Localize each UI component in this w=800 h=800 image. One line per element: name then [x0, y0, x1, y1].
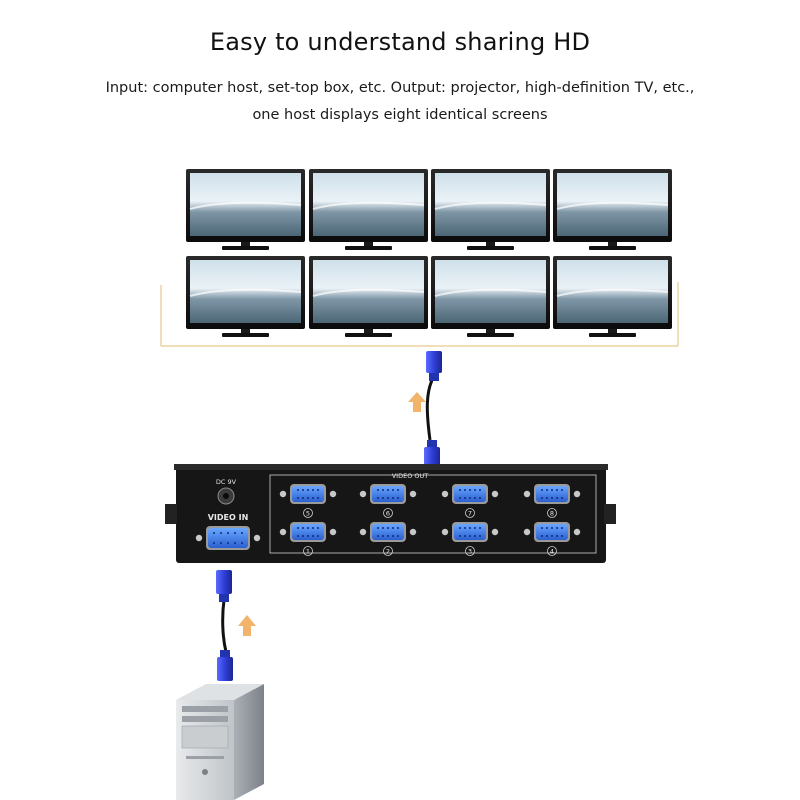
dc-power-label: DC 9V	[216, 478, 237, 486]
port-number-label: 8	[547, 508, 557, 518]
svg-text:6: 6	[386, 510, 390, 518]
monitor-frame	[160, 282, 679, 347]
svg-text:1: 1	[306, 548, 310, 556]
tv-monitor-icon	[553, 169, 672, 250]
vga-connector-icon	[216, 570, 232, 602]
port-number-label: 1	[303, 546, 313, 556]
svg-text:5: 5	[306, 510, 310, 518]
desktop-tower-icon	[176, 684, 264, 800]
vga-output-port	[359, 484, 417, 504]
vga-output-port	[279, 484, 337, 504]
port-number-label: 6	[383, 508, 393, 518]
vga-connector-icon	[424, 440, 440, 469]
tv-monitor-icon	[431, 256, 550, 337]
vga-output-port	[523, 484, 581, 504]
vga-output-port	[359, 522, 417, 542]
tv-monitor-icon	[553, 256, 672, 337]
arrow-up-icon	[408, 392, 426, 412]
monitor-grid	[186, 169, 672, 337]
svg-text:3: 3	[468, 548, 472, 556]
port-number-label: 3	[465, 546, 475, 556]
vga-connector-icon	[426, 351, 442, 381]
vga-output-port	[441, 484, 499, 504]
subtitle-line-1: Input: computer host, set-top box, etc. …	[105, 80, 695, 96]
vga-connector-icon	[217, 650, 233, 681]
subtitle-line-2: one host displays eight identical screen…	[252, 107, 548, 123]
tv-monitor-icon	[186, 169, 305, 250]
tv-monitor-icon	[309, 256, 428, 337]
vga-output-port	[441, 522, 499, 542]
svg-text:7: 7	[468, 510, 472, 518]
svg-text:8: 8	[550, 510, 554, 518]
arrow-up-icon	[238, 615, 256, 636]
vga-output-port	[279, 522, 337, 542]
tv-monitor-icon	[186, 256, 305, 337]
tv-monitor-icon	[431, 169, 550, 250]
vga-splitter-device: VIDEO OUT DC 9V VIDEO IN 5 6 7 8 1 2 3 4	[165, 464, 616, 563]
port-number-label: 7	[465, 508, 475, 518]
tv-monitor-icon	[309, 169, 428, 250]
video-in-label: VIDEO IN	[208, 513, 249, 522]
vga-cable-output	[408, 351, 442, 469]
port-number-label: 5	[303, 508, 313, 518]
video-out-label: VIDEO OUT	[392, 472, 429, 480]
svg-text:2: 2	[386, 548, 390, 556]
port-number-label: 2	[383, 546, 393, 556]
port-number-label: 4	[547, 546, 557, 556]
svg-text:4: 4	[550, 548, 554, 556]
vga-input-port	[195, 526, 261, 550]
page-title: Easy to understand sharing HD	[209, 28, 591, 56]
vga-cable-input	[216, 570, 256, 681]
vga-output-port	[523, 522, 581, 542]
